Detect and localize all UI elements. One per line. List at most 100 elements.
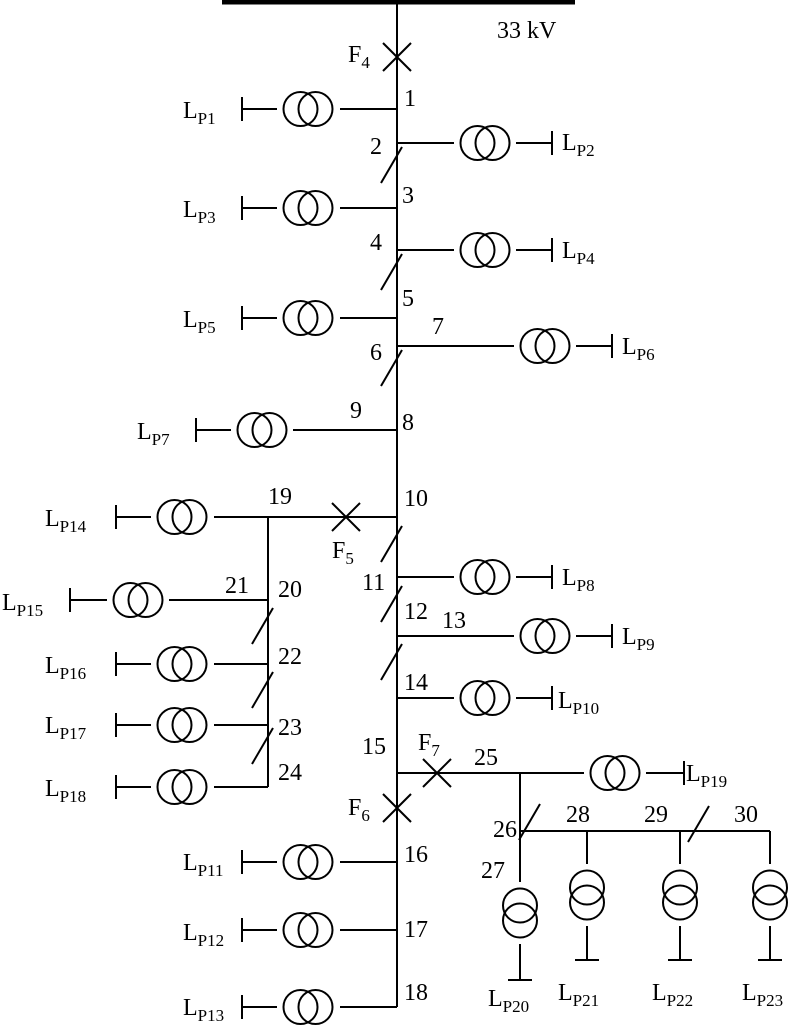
transformer-icon (459, 559, 511, 595)
winding-secondary (297, 844, 334, 880)
node-label: 10 (404, 486, 428, 512)
load-label-subscript: P1 (198, 109, 216, 128)
transformer-icon (156, 646, 208, 682)
load-label: LP19 (686, 761, 727, 791)
node-label: 8 (402, 410, 414, 436)
fault-label: F7 (418, 730, 440, 760)
load-label: LP15 (2, 590, 43, 620)
transformer-icon (752, 869, 788, 921)
fault-label-subscript: 7 (431, 741, 440, 760)
winding-primary (459, 125, 496, 161)
load-label: LP12 (183, 920, 224, 950)
winding-secondary (502, 902, 538, 939)
node-label: 27 (481, 858, 505, 884)
load-label: LP18 (45, 776, 86, 806)
load-label-subscript: P23 (757, 991, 783, 1010)
node-label: 13 (442, 608, 466, 634)
node-label: 30 (734, 802, 758, 828)
transformer-icon (282, 912, 334, 948)
fault-marker-icon (422, 758, 452, 788)
fault-marker-icon (382, 793, 412, 823)
winding-secondary (297, 989, 334, 1025)
breaker-symbol (251, 671, 274, 709)
load-label: LP5 (183, 307, 216, 337)
load-terminal (516, 238, 553, 262)
winding-secondary (251, 412, 288, 448)
winding-primary (236, 412, 273, 448)
load-label: LP20 (488, 986, 529, 1016)
winding-secondary (569, 884, 605, 921)
winding-primary (282, 300, 319, 336)
feeder-wiring (169, 4, 771, 1008)
breaker-symbol (380, 585, 403, 623)
node-label: 4 (370, 230, 382, 256)
transformer-icon (282, 190, 334, 226)
winding-primary (282, 91, 319, 127)
load-label: LP10 (558, 688, 599, 718)
load-label: LP4 (562, 238, 595, 268)
node-label: 18 (404, 980, 428, 1006)
transformer-icon (459, 232, 511, 268)
fault-stroke (331, 502, 361, 532)
load-label-subscript: P6 (637, 345, 655, 364)
winding-secondary (297, 190, 334, 226)
load-label-subscript: P8 (577, 576, 595, 595)
node-label: 24 (278, 760, 302, 786)
node-label: 9 (350, 398, 362, 424)
breaker-symbol (251, 607, 274, 645)
transformer-icon (502, 887, 538, 939)
winding-secondary (474, 125, 511, 161)
node-label: 20 (278, 577, 302, 603)
winding-primary (519, 328, 556, 364)
load-label: LP3 (183, 197, 216, 227)
node-label: 19 (268, 484, 292, 510)
load-terminal (516, 565, 553, 589)
winding-secondary (171, 646, 208, 682)
winding-primary (156, 499, 193, 535)
transformer-symbols (112, 91, 788, 1025)
node-label: 29 (644, 802, 668, 828)
winding-primary (459, 232, 496, 268)
load-label-subscript: P12 (198, 931, 224, 950)
winding-primary (752, 869, 788, 906)
load-label: LP21 (558, 980, 599, 1010)
winding-secondary (171, 707, 208, 743)
node-label: 7 (432, 314, 444, 340)
winding-primary (519, 618, 556, 654)
load-label-subscript: P22 (667, 991, 693, 1010)
breaker-symbol (518, 803, 541, 841)
load-label-subscript: P17 (60, 724, 87, 743)
node-label: 14 (404, 670, 428, 696)
load-label-subscript: P3 (198, 208, 216, 227)
load-terminal (241, 97, 277, 121)
transformer-icon (156, 769, 208, 805)
node-label: 23 (278, 715, 302, 741)
transformer-icon (282, 989, 334, 1025)
fault-label-subscript: 5 (345, 549, 354, 568)
breaker-symbol (380, 525, 403, 563)
transformer-icon (569, 869, 605, 921)
transformer-icon (282, 91, 334, 127)
load-label-subscript: P15 (17, 601, 43, 620)
node-label: 22 (278, 644, 302, 670)
load-label: LP17 (45, 713, 87, 743)
transformer-icon (519, 328, 571, 364)
load-label: LP1 (183, 98, 216, 128)
winding-primary (282, 190, 319, 226)
load-label: LP11 (183, 850, 224, 880)
load-terminal (115, 652, 151, 676)
transformer-icon (156, 499, 208, 535)
winding-primary (282, 844, 319, 880)
fault-stroke (422, 758, 452, 788)
winding-secondary (474, 559, 511, 595)
winding-secondary (171, 769, 208, 805)
winding-secondary (604, 755, 641, 791)
breaker-symbol (380, 253, 403, 291)
winding-primary (156, 707, 193, 743)
load-label: LP14 (45, 506, 87, 536)
node-label: 28 (566, 802, 590, 828)
fault-stroke (382, 793, 412, 823)
